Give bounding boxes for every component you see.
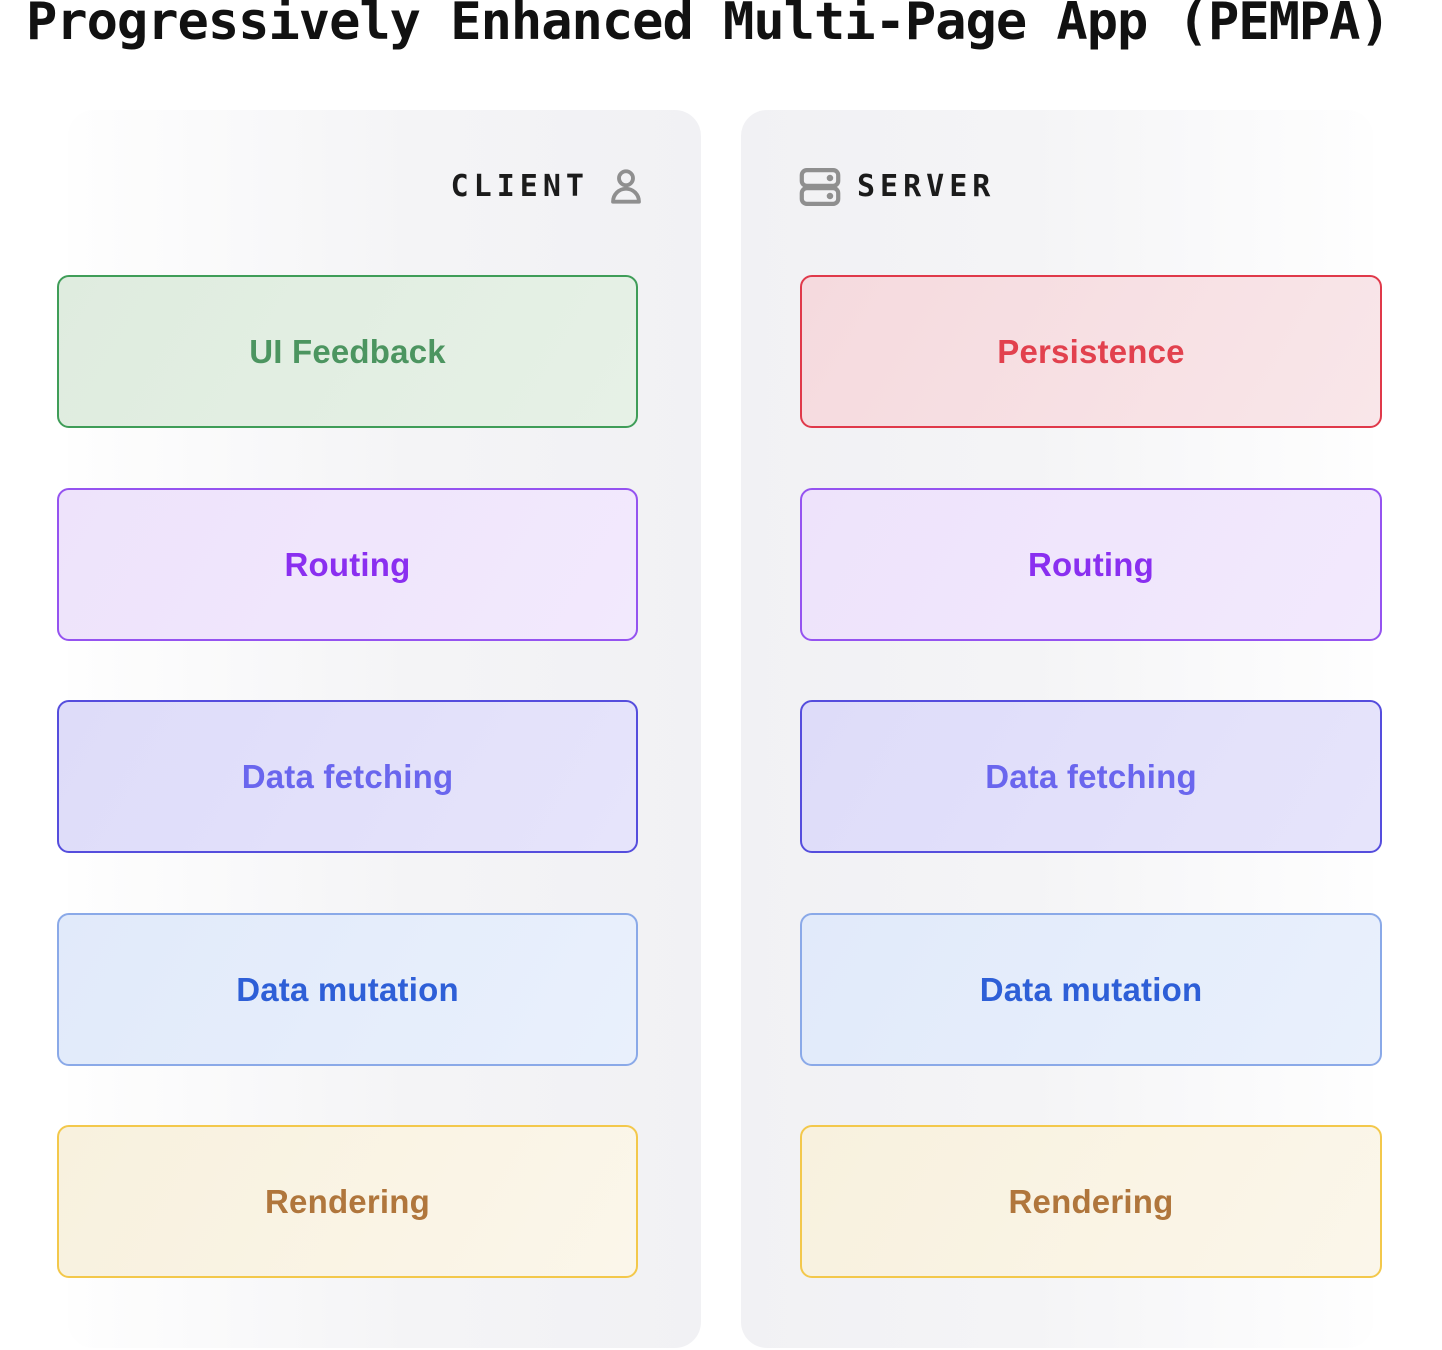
client-label: CLIENT: [450, 169, 589, 204]
box-ui-feedback: UI Feedback: [57, 275, 638, 428]
box-label: Routing: [284, 546, 411, 583]
box-label: UI Feedback: [249, 333, 446, 370]
box-label: Rendering: [1008, 1183, 1174, 1220]
server-label: SERVER: [857, 169, 996, 204]
user-icon: [603, 163, 649, 211]
box-label: Rendering: [265, 1183, 430, 1220]
box-label: Data mutation: [979, 971, 1203, 1008]
box-routing: Routing: [800, 488, 1382, 641]
box-data-mutation: Data mutation: [57, 913, 638, 1066]
box-label: Routing: [1027, 546, 1155, 583]
client-header: CLIENT: [68, 162, 701, 212]
box-label: Data fetching: [241, 758, 454, 795]
box-rendering: Rendering: [800, 1125, 1382, 1278]
box-persistence: Persistence: [800, 275, 1382, 428]
box-data-mutation: Data mutation: [800, 913, 1382, 1066]
box-rendering: Rendering: [57, 1125, 638, 1278]
box-routing: Routing: [57, 488, 638, 641]
box-data-fetching: Data fetching: [800, 700, 1382, 853]
server-icon: [797, 163, 843, 211]
box-label: Persistence: [997, 333, 1185, 370]
page-title: Progressively Enhanced Multi-Page App (P…: [26, 0, 1391, 52]
box-label: Data fetching: [985, 758, 1197, 795]
box-label: Data mutation: [236, 971, 459, 1008]
box-data-fetching: Data fetching: [57, 700, 638, 853]
server-header: SERVER: [741, 162, 1373, 212]
